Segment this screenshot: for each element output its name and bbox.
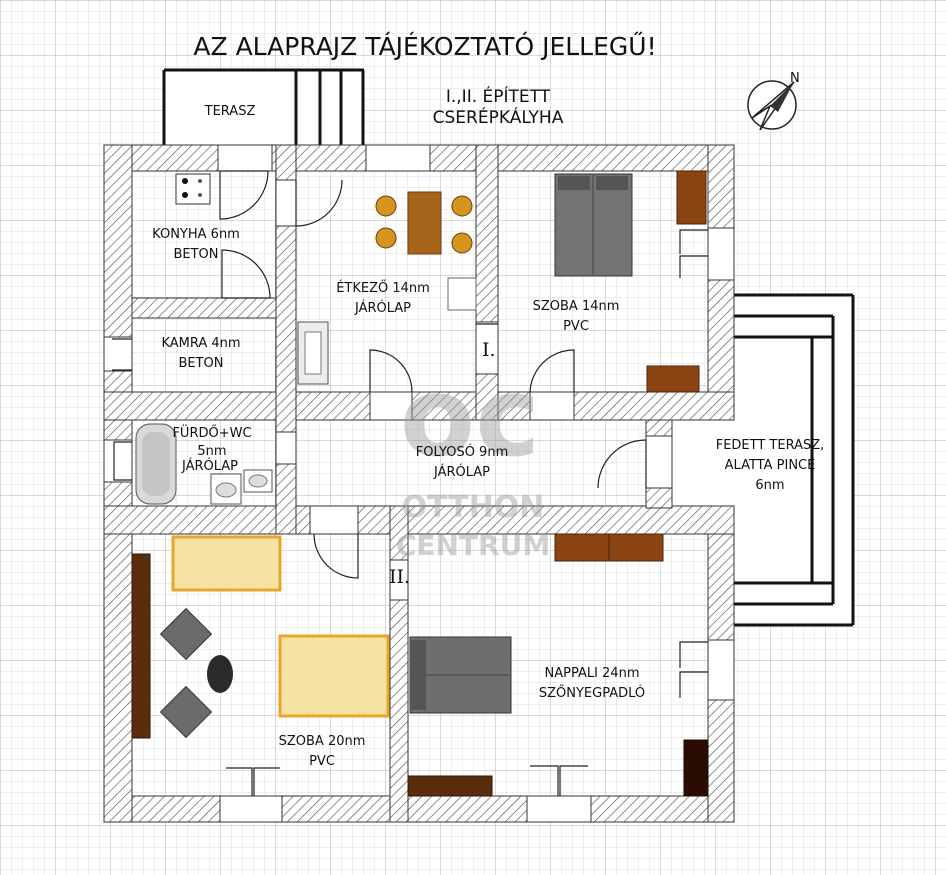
rugs-szoba20 bbox=[171, 535, 390, 718]
stove-first bbox=[447, 277, 477, 311]
watermark: oc OTTHON CENTRUM bbox=[396, 353, 550, 562]
stove-note-line1: I.,II. ÉPÍTETT bbox=[446, 85, 551, 107]
door-swings bbox=[112, 170, 708, 796]
room-label-szoba14-2: PVC bbox=[563, 319, 589, 334]
room-label-furdo-2: 5nm bbox=[197, 444, 226, 459]
room-label-fedett-1: FEDETT TERASZ, bbox=[716, 438, 825, 453]
walls bbox=[103, 144, 735, 823]
washbasin bbox=[210, 469, 273, 505]
room-label-szoba20-2: PVC bbox=[309, 754, 335, 769]
room-label-kamra-2: BETON bbox=[178, 356, 223, 371]
kitchen-stove bbox=[175, 173, 211, 205]
room-label-furdo-1: FÜRDŐ+WC bbox=[172, 424, 251, 441]
stove-mark-first: I. bbox=[482, 339, 496, 361]
svg-text:OTTHON: OTTHON bbox=[402, 490, 545, 525]
svg-text:CENTRUM: CENTRUM bbox=[396, 529, 550, 562]
terrace-top bbox=[162, 68, 365, 146]
room-label-etkezo-2: JÁRÓLAP bbox=[354, 300, 411, 316]
bathtub bbox=[135, 423, 177, 505]
room-label-nappali-2: SZŐNYEGPADLÓ bbox=[539, 685, 645, 701]
page-title: AZ ALAPRAJZ TÁJÉKOZTATÓ JELLEGŰ! bbox=[193, 31, 656, 61]
shelves-nappali bbox=[407, 533, 709, 797]
bed-szoba14 bbox=[554, 173, 633, 277]
windows bbox=[103, 144, 735, 823]
room-label-szoba14-1: SZOBA 14nm bbox=[533, 299, 620, 314]
stove-note-line2: CSERÉPKÁLYHA bbox=[433, 106, 564, 128]
covered-terrace bbox=[672, 293, 855, 627]
bed-nappali bbox=[409, 636, 512, 714]
room-label-konyha-1: KONYHA 6nm bbox=[152, 227, 240, 242]
room-label-furdo-3: JÁRÓLAP bbox=[181, 458, 238, 474]
room-label-etkezo-1: ÉTKEZŐ 14nm bbox=[336, 280, 430, 296]
room-label-kamra-1: KAMRA 4nm bbox=[161, 336, 240, 351]
room-label-terasz: TERASZ bbox=[204, 104, 256, 119]
compass-north-icon: N bbox=[747, 71, 800, 131]
room-label-fedett-3: 6nm bbox=[755, 478, 784, 493]
armchairs-szoba20 bbox=[159, 607, 233, 739]
room-label-folyoso-2: JÁRÓLAP bbox=[433, 464, 490, 480]
room-label-folyoso-1: FOLYOSÓ 9nm bbox=[416, 444, 508, 460]
dining-table bbox=[375, 191, 473, 255]
wardrobe-szoba14 bbox=[646, 170, 707, 393]
shelf-szoba20 bbox=[131, 553, 151, 739]
room-label-nappali-1: NAPPALI 24nm bbox=[544, 666, 639, 681]
room-label-fedett-2: ALATTA PINCE bbox=[725, 458, 816, 473]
svg-text:N: N bbox=[790, 71, 800, 86]
room-label-szoba20-1: SZOBA 20nm bbox=[279, 734, 366, 749]
room-label-konyha-2: BETON bbox=[173, 247, 218, 262]
stove-mark-second: II. bbox=[389, 566, 410, 588]
kitchen-sink bbox=[297, 321, 329, 385]
svg-text:oc: oc bbox=[400, 353, 541, 481]
